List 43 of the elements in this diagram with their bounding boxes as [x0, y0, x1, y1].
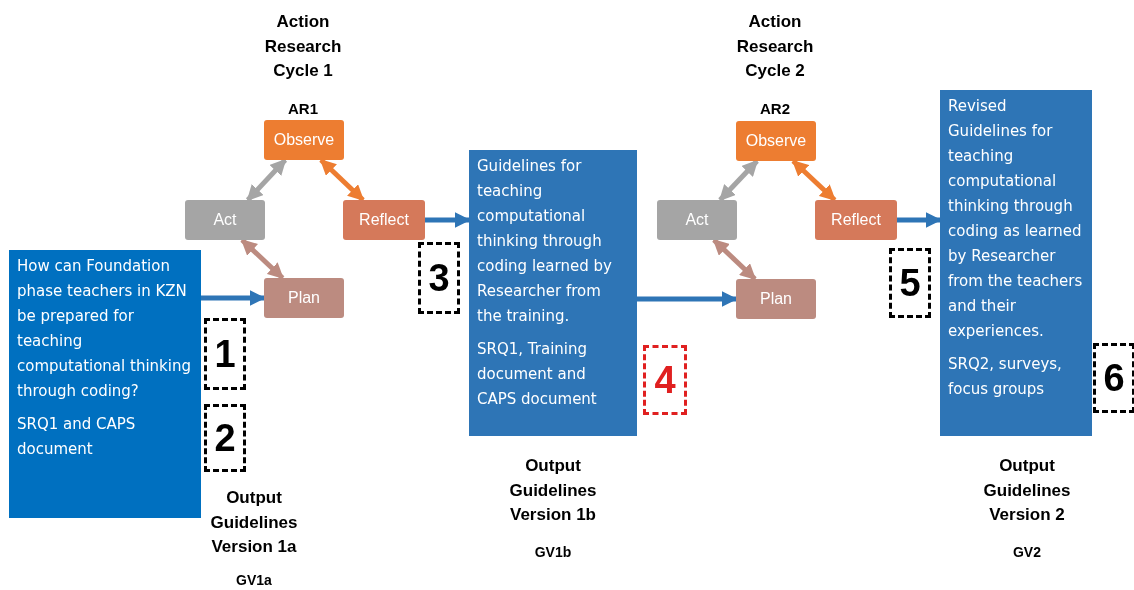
output-title: Output Guidelines Version 1a	[209, 487, 299, 559]
number-box: 2	[204, 404, 246, 472]
output-code: GV1a	[235, 571, 273, 590]
body-text: Guidelines for teaching computational thinking through coding learned by Researcher from the training.	[477, 156, 613, 327]
cycle-title: Action Research Cycle 1	[263, 11, 343, 83]
number-box: 1	[204, 318, 246, 390]
text-box	[9, 250, 201, 518]
number-box: 4	[643, 345, 687, 415]
number-box: 6	[1093, 343, 1134, 413]
arrow	[319, 158, 365, 202]
output-code: GV2	[1012, 543, 1042, 562]
cycle-label: AR2	[759, 99, 791, 119]
arrow	[637, 291, 738, 307]
cycle-step-box: Act	[657, 200, 737, 240]
source-note: SRQ2, surveys, focus groups	[948, 354, 1063, 400]
arrow	[897, 212, 942, 228]
source-note: SRQ1, Training document and CAPS document	[477, 339, 598, 410]
cycle-step-box: Act	[185, 200, 265, 240]
arrow	[425, 212, 471, 228]
cycle-label: AR1	[287, 99, 319, 119]
body-text: Revised Guidelines for teaching computational thinking through coding as learned by Researcher from the teachers and their experiences.	[948, 96, 1084, 342]
cycle-step-box: Observe	[736, 121, 816, 161]
output-title: Output Guidelines Version 2	[982, 455, 1072, 527]
output-code: GV1b	[533, 543, 573, 562]
source-note: SRQ1 and CAPS document	[17, 414, 137, 460]
arrow	[245, 158, 288, 202]
arrow	[201, 290, 266, 306]
cycle-step-box: Reflect	[343, 200, 425, 240]
text-box	[469, 150, 637, 436]
cycle-step-box: Reflect	[815, 200, 897, 240]
cycle-step-box: Observe	[264, 120, 344, 160]
number-box: 3	[418, 242, 460, 314]
cycle-step-box: Plan	[736, 279, 816, 319]
cycle-step-box: Plan	[264, 278, 344, 318]
arrow	[791, 159, 837, 202]
cycle-title: Action Research Cycle 2	[735, 11, 815, 83]
arrow	[718, 159, 759, 202]
text-box	[940, 90, 1092, 436]
number-box: 5	[889, 248, 931, 318]
body-text: How can Foundation phase teachers in KZN be prepared for teaching computational thinking through coding?	[17, 256, 192, 402]
arrow	[240, 238, 285, 280]
arrow	[712, 238, 757, 281]
output-title: Output Guidelines Version 1b	[508, 455, 598, 527]
